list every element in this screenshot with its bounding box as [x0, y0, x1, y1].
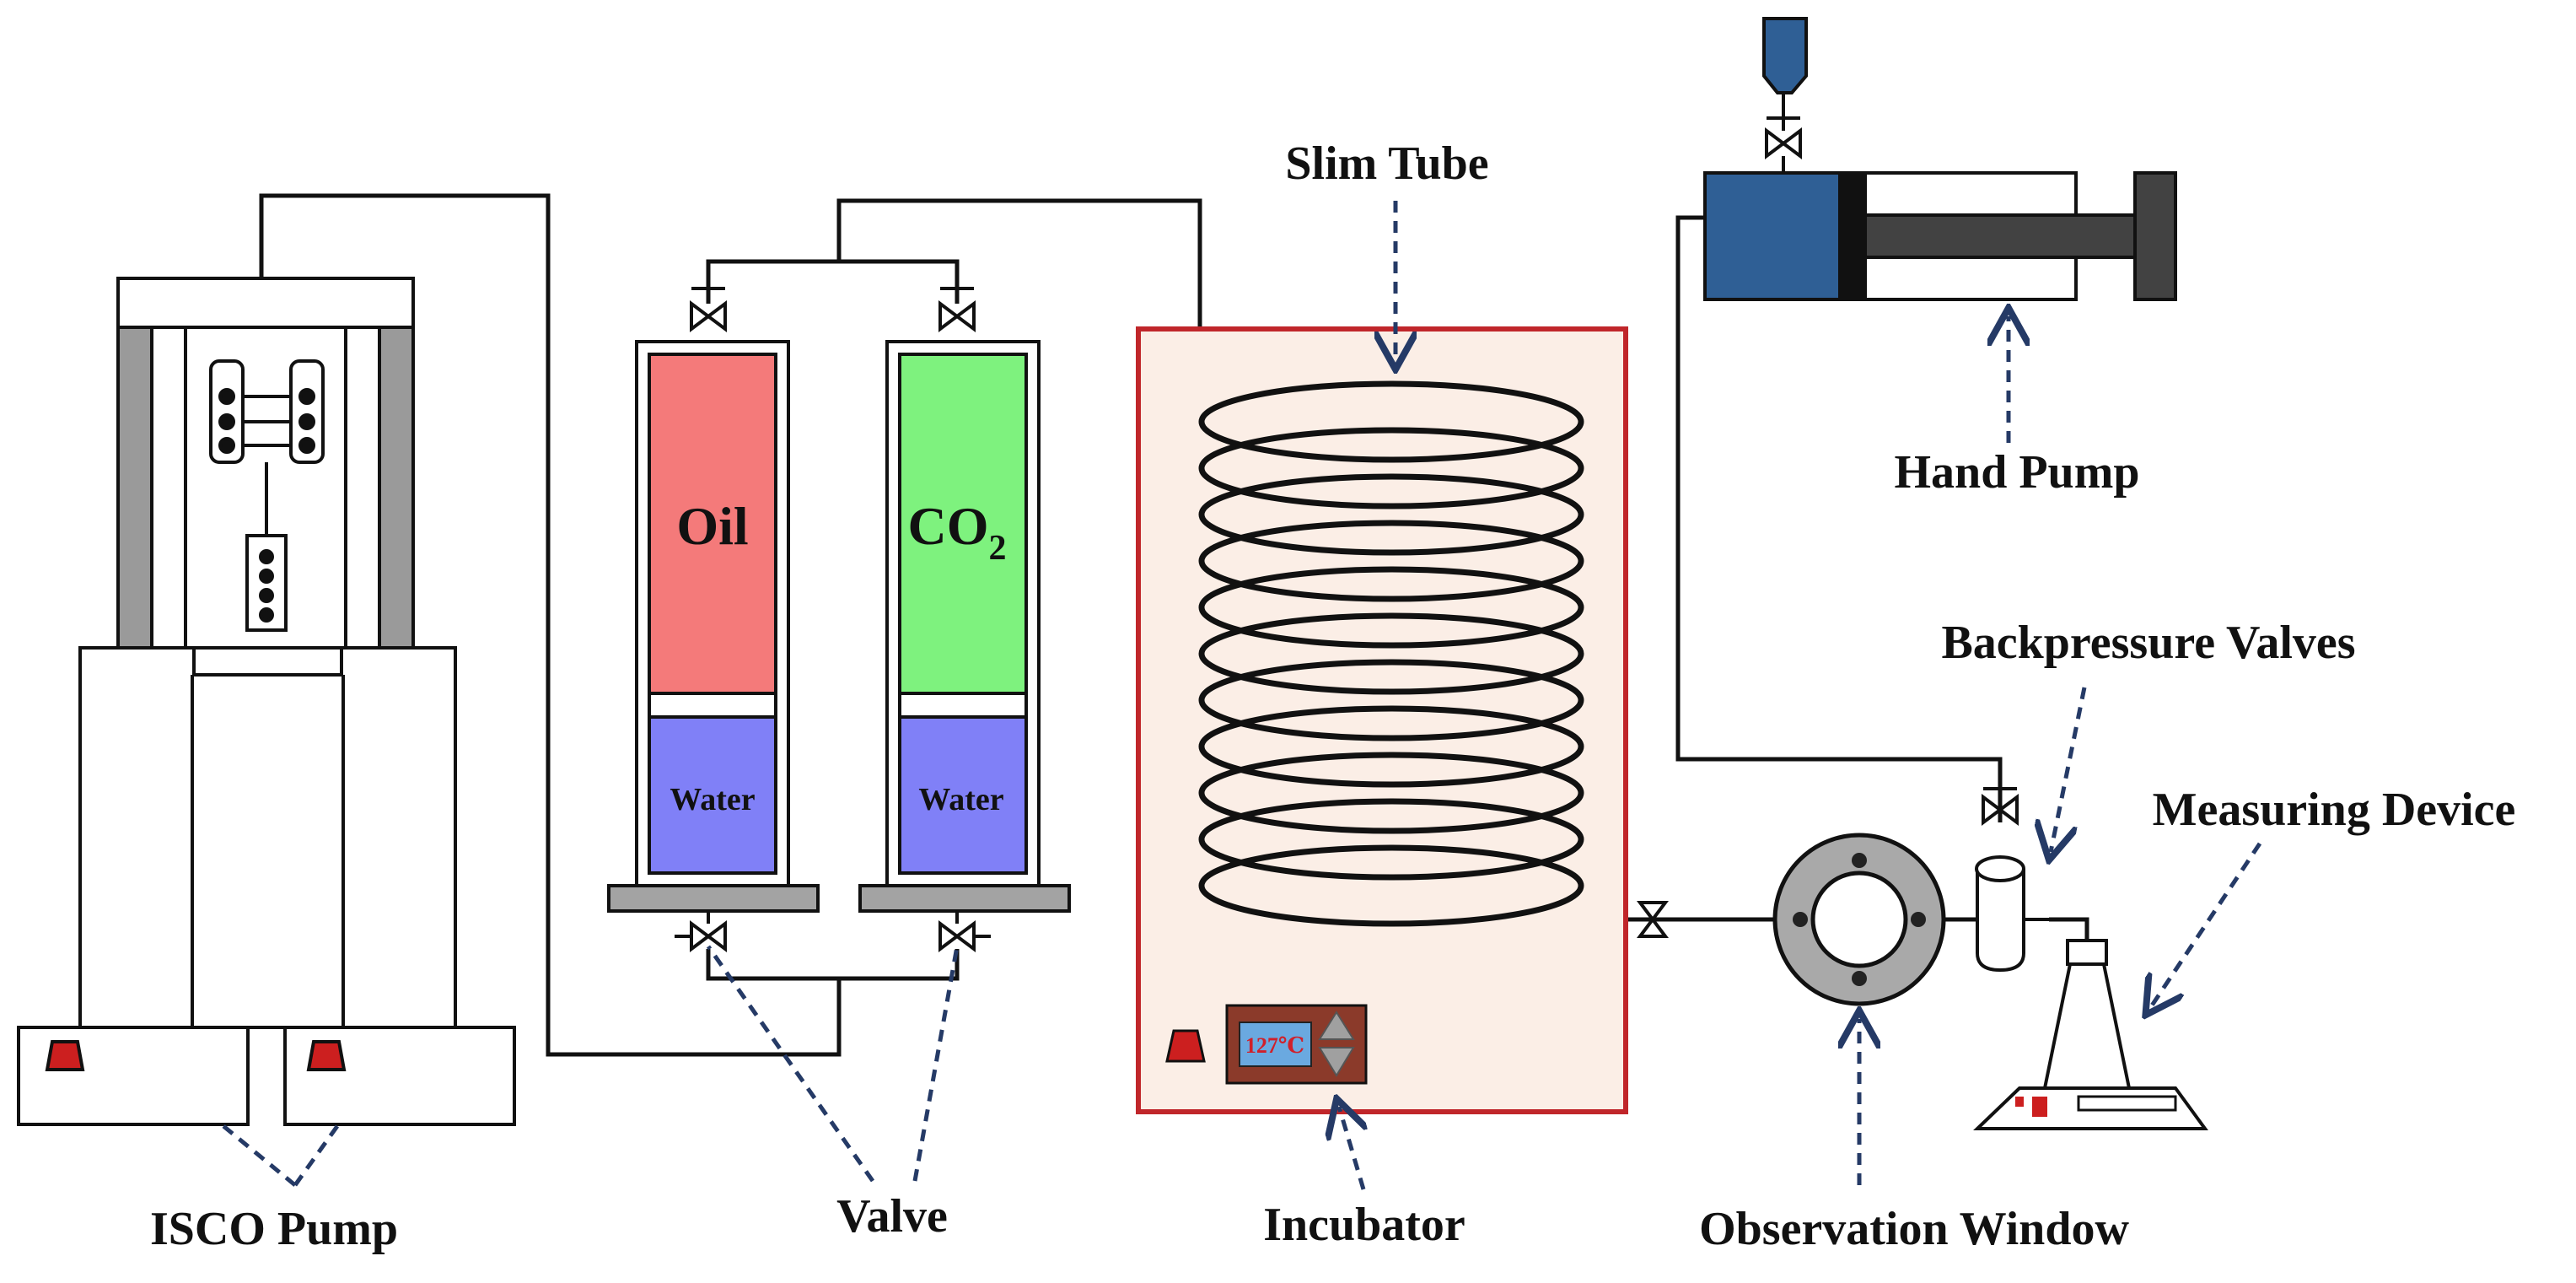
incubator-temperature-readout: 127℃ — [1245, 1033, 1304, 1058]
co2-tank-base — [858, 884, 1071, 913]
pipe-top-valve-join — [839, 259, 960, 304]
pointer-valve-left — [706, 945, 875, 1183]
pointer-arrows — [1339, 201, 2262, 1190]
incubator-temp-down-button[interactable] — [1318, 1047, 1355, 1077]
valve-backpressure[interactable] — [1982, 787, 2019, 826]
slim-tube-label: Slim Tube — [1285, 137, 1488, 190]
co2-tank-gas — [898, 353, 1028, 695]
pipe-backpressure-to-flask — [2049, 917, 2089, 941]
isco-pump — [17, 277, 516, 1126]
pipe-bottom-valve-join — [839, 949, 960, 981]
incubator-temp-up-button[interactable] — [1318, 1011, 1355, 1040]
valve-oil-top[interactable] — [690, 287, 727, 332]
hand-pump — [1703, 17, 2177, 301]
measuring-flask — [2042, 962, 2132, 1090]
isco-pump-base-right — [283, 1026, 516, 1126]
valve-co2-bottom[interactable] — [938, 911, 991, 952]
valve-hand-pump-reservoir[interactable] — [1765, 93, 1802, 173]
isco-pump-left-column — [116, 326, 153, 650]
oil-tank-base — [607, 884, 820, 913]
oil-label: Oil — [676, 496, 748, 556]
valve-co2-top[interactable] — [938, 287, 976, 332]
stirrer-indicator-icon — [2032, 1097, 2047, 1117]
incubator: 127℃ — [1136, 326, 1628, 1114]
measuring-device-label: Measuring Device — [2153, 784, 2516, 836]
isco-pump-right-column — [378, 326, 415, 650]
isco-pump-label: ISCO Pump — [150, 1203, 398, 1255]
oil-water-label: Water — [670, 782, 755, 817]
stirrer-indicator-small-icon — [2015, 1097, 2024, 1107]
backpressure-valves-label: Backpressure Valves — [1941, 617, 2355, 669]
valve-oil-bottom[interactable] — [675, 911, 727, 952]
observation-window-glass — [1810, 871, 1908, 968]
valve-label: Valve — [836, 1190, 948, 1243]
pointer-isco-right — [293, 1124, 340, 1187]
isco-pump-alarm-left-icon — [45, 1040, 85, 1071]
co2-label-subscript: 2 — [989, 529, 1007, 568]
arrow-backpressure-valves — [2051, 687, 2087, 852]
measuring-device — [1973, 939, 2208, 1130]
isco-pump-body — [78, 646, 457, 1029]
backpressure-valve-body — [1975, 855, 2049, 973]
arrow-measuring-device — [2150, 842, 2262, 1008]
slim-tube-coil — [1198, 380, 1584, 927]
incubator-label: Incubator — [1263, 1199, 1465, 1251]
co2-tank-piston — [898, 692, 1028, 719]
oil-tank-water — [648, 715, 777, 875]
hand-pump-label: Hand Pump — [1895, 446, 2140, 499]
label-pointer-lines — [222, 945, 960, 1187]
isco-pump-cylinder-left — [209, 359, 245, 464]
oil-tank-oil — [648, 353, 777, 695]
co2-label-main: CO — [908, 496, 989, 556]
co2-label: CO2 — [908, 496, 1007, 568]
hand-pump-piston — [1838, 171, 1867, 301]
valve-slim-tube-outlet[interactable] — [1627, 901, 1669, 938]
observation-window-label: Observation Window — [1699, 1203, 2129, 1255]
isco-pump-cylinder-right — [289, 359, 325, 464]
pointer-isco-left — [222, 1124, 297, 1187]
pointer-valve-right — [912, 946, 960, 1182]
oil-tank-piston — [648, 692, 777, 719]
co2-tank — [858, 340, 1071, 913]
co2-water-label: Water — [918, 782, 1003, 817]
incubator-temperature-display — [1239, 1022, 1312, 1067]
hand-pump-fluid-chamber — [1703, 171, 1842, 301]
co2-tank-water — [898, 715, 1028, 875]
hand-pump-handle[interactable] — [2133, 171, 2177, 301]
isco-pump-top-plate — [116, 277, 415, 329]
incubator-alarm-icon — [1165, 1029, 1206, 1063]
pipe-backpressure-to-hand-pump — [1675, 215, 2003, 822]
hand-pump-plunger-rod — [1863, 213, 2137, 259]
flask-stopper — [2066, 939, 2108, 966]
isco-pump-alarm-right-icon — [306, 1040, 347, 1071]
oil-tank — [607, 340, 820, 913]
arrow-incubator — [1339, 1107, 1363, 1190]
observation-window — [1772, 833, 1946, 1006]
stirrer-display — [2077, 1095, 2177, 1112]
hand-pump-reservoir — [1762, 17, 1808, 94]
